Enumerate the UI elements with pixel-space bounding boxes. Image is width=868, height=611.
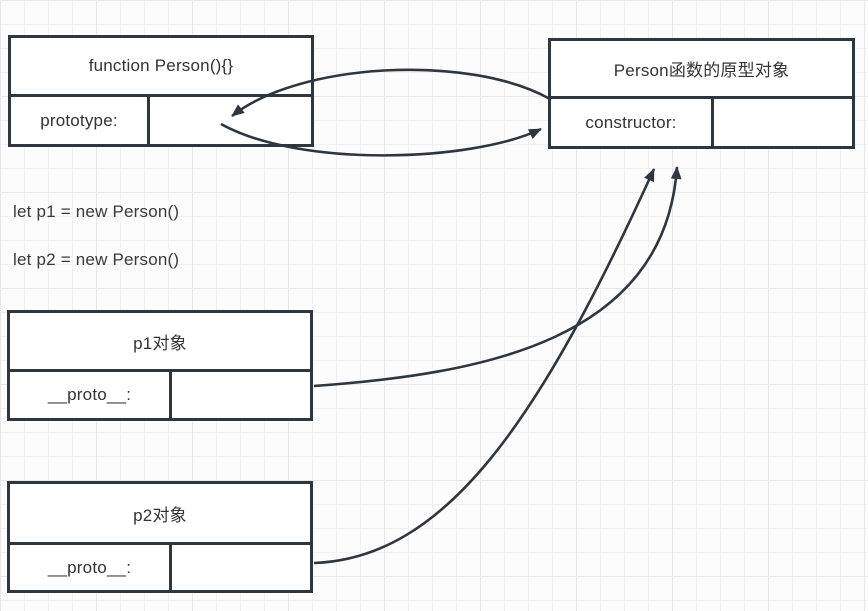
code-line-p1: let p1 = new Person() <box>13 202 180 221</box>
box-function-person-title: function Person(){} <box>11 38 311 97</box>
arrow-p1-proto-to-prototypeobject <box>313 166 682 388</box>
box-p2-object: p2对象 __proto__: <box>7 481 313 593</box>
box-function-person-row: prototype: <box>11 97 311 144</box>
arrow-p2-proto-to-prototypeobject <box>313 168 656 565</box>
box-p2-object-title: p2对象 <box>10 484 310 545</box>
constructor-label: constructor: <box>551 99 714 146</box>
p2-proto-value-cell <box>172 545 310 590</box>
prototype-label: prototype: <box>11 97 150 144</box>
p1-proto-value-cell <box>172 372 310 418</box>
box-function-person: function Person(){} prototype: <box>8 35 314 147</box>
box-p1-object: p1对象 __proto__: <box>7 310 313 421</box>
p1-proto-label: __proto__: <box>10 372 172 418</box>
code-line-p2: let p2 = new Person() <box>13 250 180 269</box>
constructor-value-cell <box>714 99 852 146</box>
p2-proto-label: __proto__: <box>10 545 172 590</box>
box-person-prototype-object-row: constructor: <box>551 99 852 146</box>
box-p1-object-title: p1对象 <box>10 313 310 372</box>
box-person-prototype-object: Person函数的原型对象 constructor: <box>548 38 855 149</box>
box-p1-object-row: __proto__: <box>10 372 310 418</box>
box-p2-object-row: __proto__: <box>10 545 310 590</box>
box-person-prototype-object-title: Person函数的原型对象 <box>551 41 852 99</box>
prototype-value-cell <box>150 97 311 144</box>
